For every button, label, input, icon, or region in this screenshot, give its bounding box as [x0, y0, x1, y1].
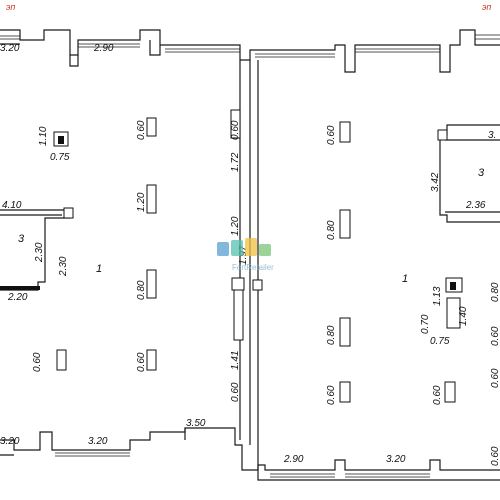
- dim-top-w2: 2.90: [93, 43, 114, 54]
- pillar-l2: [146, 184, 157, 214]
- dim-lc3: 0.80: [136, 280, 147, 300]
- dim-rc5: 0.60: [432, 385, 443, 405]
- watermark-block-yellow: [245, 238, 257, 256]
- dim-bot-w4: 3.20: [386, 454, 406, 465]
- pillar-r4: [339, 381, 351, 403]
- bottom-wall: [0, 427, 500, 481]
- dimension-labels: 3.20 2.90 3.20 3.20 3.50 2.90 3.20 4.10 …: [0, 43, 500, 466]
- top-wall-left: [0, 29, 500, 73]
- pillar-l5: [56, 349, 67, 371]
- watermark-logo: FortRetailer: [217, 238, 274, 272]
- watermark-block-green: [259, 244, 271, 256]
- corner-marker-right: эп: [482, 2, 491, 12]
- dim-col-left-a-w: 0.75: [50, 152, 70, 163]
- room-label-left-3: 3: [18, 233, 25, 245]
- dim-col-right-a-h: 1.13: [432, 286, 443, 306]
- room-label-right-1: 1: [402, 273, 408, 285]
- dim-rc3: 0.80: [326, 325, 337, 345]
- room-label-left-1: 1: [96, 263, 102, 275]
- dim-left-room-top: 4.10: [2, 200, 22, 211]
- dim-rc4: 0.60: [326, 385, 337, 405]
- dim-col-right-a-w: 0.75: [430, 336, 450, 347]
- dim-right-room-w: 2.36: [465, 200, 486, 211]
- watermark-text: FortRetailer: [232, 263, 274, 272]
- pillar-l3: [146, 269, 157, 299]
- dim-lc4: 0.60: [136, 352, 147, 372]
- dim-left-room-h1: 2.30: [34, 242, 45, 263]
- dim-mid-4: 1.97: [238, 245, 249, 265]
- dim-re1: 0.80: [490, 282, 500, 302]
- pillar-l1: [146, 117, 157, 137]
- dim-right-room-h: 3.42: [430, 172, 441, 192]
- pillar-r3: [339, 317, 351, 347]
- right-hall-pillars: [339, 121, 463, 403]
- dim-lc5: 0.60: [32, 352, 43, 372]
- pillar-l4: [146, 349, 157, 371]
- dim-mid-1: 0.60: [230, 120, 241, 140]
- dim-top-w1: 3.20: [0, 43, 20, 54]
- left-room-3: [0, 207, 74, 291]
- right-room-3: [437, 124, 500, 223]
- dim-mid-5: 1.41: [230, 351, 241, 370]
- dim-mid-6: 0.60: [230, 382, 241, 402]
- dim-bot-w3: 2.90: [283, 454, 304, 465]
- dim-bot-w1b: 3.20: [88, 436, 108, 447]
- watermark-block-teal: [231, 240, 243, 256]
- dim-lc1: 0.60: [136, 120, 147, 140]
- watermark-block-blue: [217, 242, 229, 256]
- dim-rc2: 0.80: [326, 220, 337, 240]
- dim-right-room-top: 3.: [488, 130, 496, 141]
- pillar-r2: [339, 209, 351, 239]
- dim-rc1: 0.60: [326, 125, 337, 145]
- top-windows: [0, 34, 500, 58]
- dim-col-right-a-h2: 1.40: [458, 306, 469, 326]
- dim-re2: 0.60: [490, 326, 500, 346]
- room-numbers: 3 1 1 3: [18, 167, 485, 285]
- dim-re4: 0.60: [490, 446, 500, 466]
- dim-bot-w2: 3.50: [186, 418, 206, 429]
- corner-marker-left: эп: [6, 2, 15, 12]
- dim-left-room-w: 2.20: [7, 292, 28, 303]
- dim-mid-3: 1.20: [230, 216, 241, 236]
- pillar-r1: [339, 121, 351, 143]
- dim-lc2: 1.20: [136, 192, 147, 212]
- dim-col-left-a: 1.10: [38, 126, 49, 146]
- dim-left-room-h2: 2.30: [58, 256, 69, 277]
- dim-re3: 0.60: [490, 368, 500, 388]
- dim-col-right-a-side: 0.70: [420, 314, 431, 334]
- dim-mid-2: 1.72: [230, 152, 241, 172]
- left-hall-pillars: [53, 117, 157, 371]
- bottom-windows: [55, 452, 430, 478]
- pillar-r5: [444, 381, 456, 403]
- room-label-right-3: 3: [478, 167, 485, 179]
- dim-bot-w1: 3.20: [0, 436, 20, 447]
